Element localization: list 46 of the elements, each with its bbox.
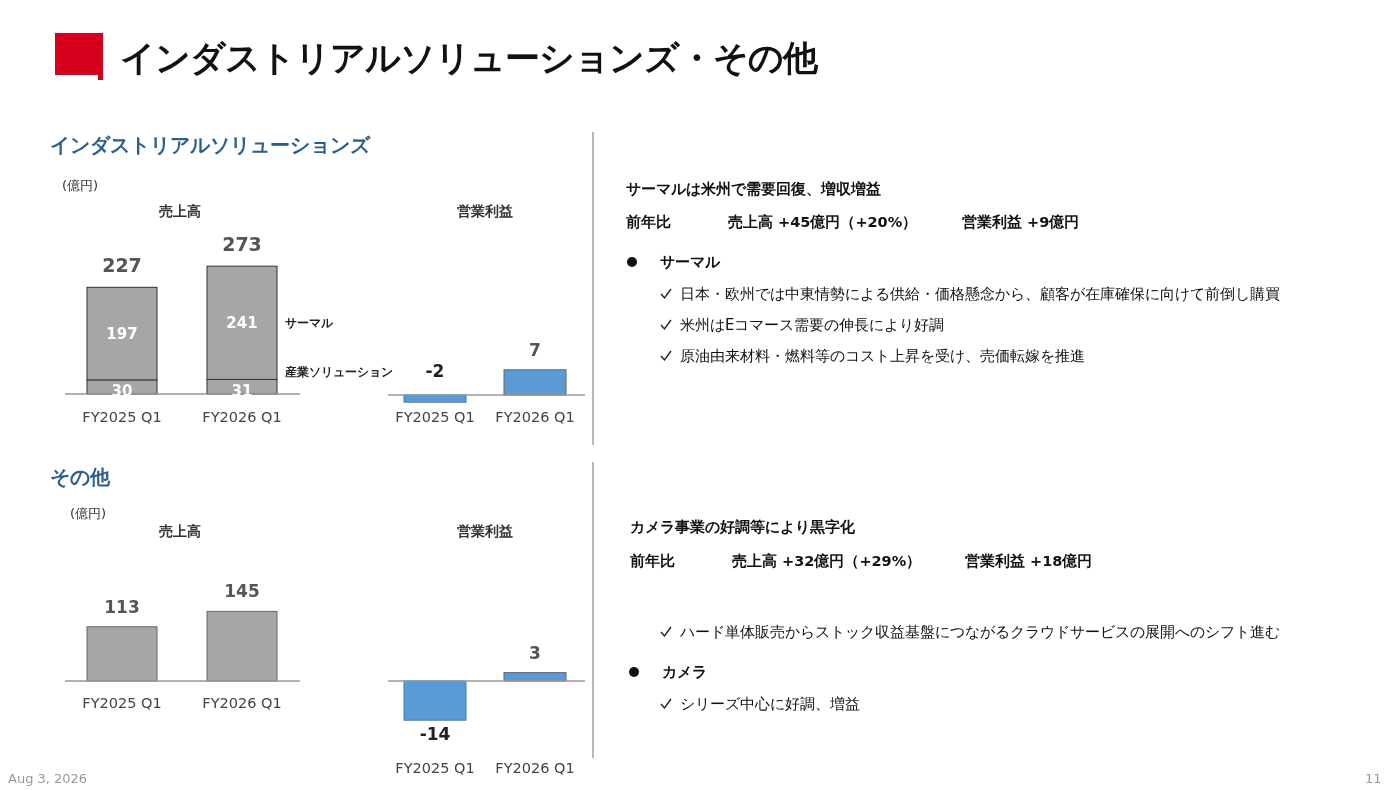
category-label: FY2026 Q1 (202, 695, 282, 711)
category-label: FY2025 Q1 (395, 409, 475, 425)
category-label: FY2025 Q1 (82, 695, 162, 711)
summary-text: サーマルは米州で需要回復、増収増益 (626, 179, 881, 199)
category-label: FY2026 Q1 (495, 409, 575, 425)
section-heading: インダストリアルソリューションズ (50, 131, 370, 159)
value-label: 3 (529, 642, 541, 663)
bullet-text: シリーズ中心に好調、増益 (680, 694, 860, 714)
chart-title: 売上高 (159, 523, 201, 541)
value-label: 241 (226, 313, 258, 332)
axis-unit: (億円) (62, 177, 99, 195)
summary-text: カメラ事業の好調等により黒字化 (630, 517, 855, 537)
bullet-heading: サーマル (660, 252, 720, 272)
category-label: FY2026 Q1 (495, 760, 575, 776)
slide-title: インダストリアルソリューションズ・その他 (120, 36, 817, 80)
comparison-value: 営業利益 +9億円 (962, 212, 1080, 232)
comparison-value: 売上高 +45億円（+20%） (728, 212, 918, 232)
comparison-label: 前年比 (626, 212, 671, 232)
chart-title: 営業利益 (457, 523, 513, 541)
chart-title: 売上高 (159, 203, 201, 221)
category-label: FY2025 Q1 (395, 760, 475, 776)
category-label: FY2026 Q1 (202, 409, 282, 425)
bullet-heading: カメラ (662, 662, 707, 682)
total-label: 227 (102, 254, 142, 277)
comparison-value: 営業利益 +18億円 (965, 551, 1093, 571)
value-label: 145 (224, 581, 260, 602)
series-label: 産業ソリューション (285, 364, 393, 380)
date-text: Aug 3, 2026 (8, 770, 88, 786)
bullet-text: 日本・欧州では中東情勢による供給・価格懸念から、顧客が在庫確保に向けて前倒し購買 (680, 284, 1280, 304)
bullet-text: ハード単体販売からストック収益基盤につながるクラウドサービスの展開へのシフト進む (680, 622, 1280, 642)
axis-unit: (億円) (70, 505, 107, 523)
value-label: 197 (106, 324, 138, 343)
category-label: FY2025 Q1 (82, 409, 162, 425)
comparison-label: 前年比 (630, 551, 675, 571)
bullet-text: 米州はEコマース需要の伸長により好調 (680, 315, 945, 335)
section-heading: その他 (50, 463, 110, 491)
value-label: -2 (425, 361, 445, 381)
value-label: 113 (104, 596, 140, 617)
comparison-value: 売上高 +32億円（+29%） (732, 551, 922, 571)
chart-title: 営業利益 (457, 203, 513, 221)
value-label: 7 (529, 339, 541, 360)
value-label: -14 (419, 724, 451, 745)
bullet-text: 原油由来材料・燃料等のコスト上昇を受け、売価転嫁を推進 (680, 346, 1085, 366)
page-number: 11 (1365, 770, 1382, 786)
total-label: 273 (222, 233, 262, 256)
series-label: サーマル (285, 315, 333, 331)
